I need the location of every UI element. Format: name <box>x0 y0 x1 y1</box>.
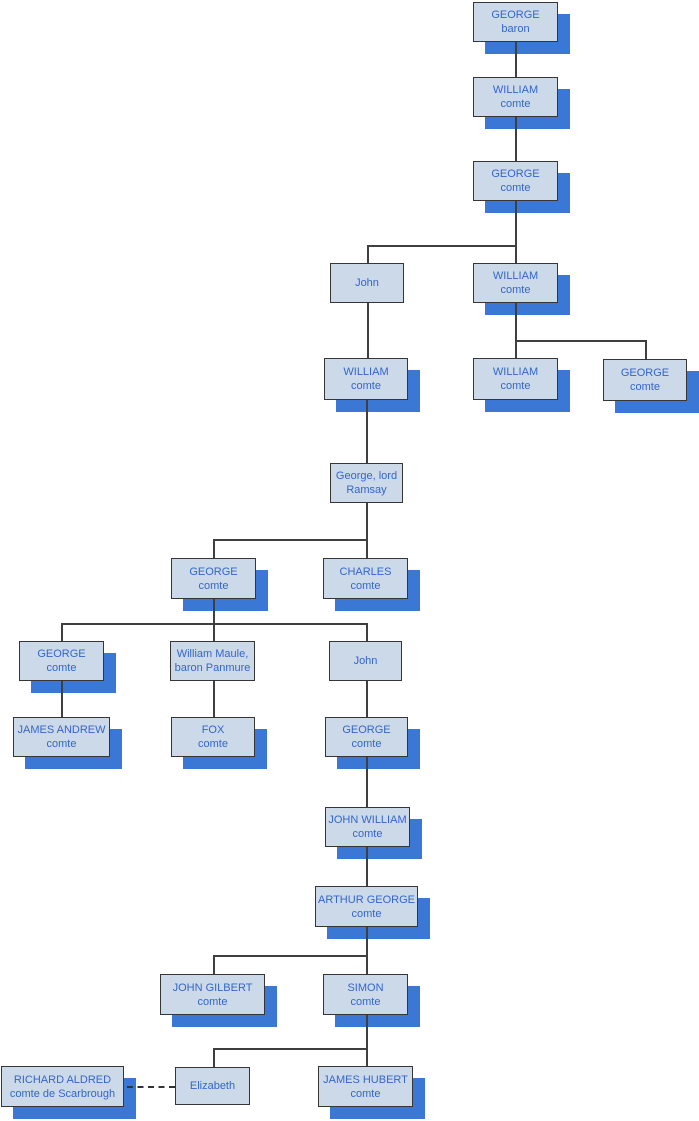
connector-line-horizontal <box>61 623 366 625</box>
node-william-maule[interactable]: William Maule, baron Panmure <box>170 641 255 681</box>
node-name: GEORGE <box>37 648 86 660</box>
node-name: CHARLES <box>339 565 392 578</box>
node-name: GEORGE <box>620 367 670 379</box>
node-name: JAMES ANDREW <box>17 724 106 736</box>
node-name: WILLIAM <box>343 366 389 378</box>
connector-line-vertical <box>515 201 517 263</box>
node-john-1[interactable]: John <box>330 263 404 303</box>
connector-line-vertical <box>645 340 647 359</box>
node-william-comte-4[interactable]: WILLIAM comte <box>473 358 558 400</box>
connector-line-vertical <box>367 245 369 263</box>
node-title: baron Panmure <box>174 662 251 674</box>
node-title: comte <box>351 907 382 920</box>
node-name: JOHN GILBERT <box>172 981 253 994</box>
connector-line-vertical <box>61 681 63 717</box>
connector-line-vertical <box>366 681 368 717</box>
connector-line-vertical <box>366 503 368 558</box>
node-george-comte-2[interactable]: GEORGE comte <box>603 359 687 401</box>
node-name: GEORGE <box>491 9 540 21</box>
node-william-comte-2[interactable]: WILLIAM comte <box>473 263 558 303</box>
connector-line-vertical <box>515 117 517 161</box>
node-title: baron <box>501 23 530 35</box>
node-name: GEORGE <box>491 168 540 180</box>
connector-line-dashed <box>127 1086 175 1088</box>
node-name: John <box>355 277 379 289</box>
node-name: William Maule, <box>176 648 249 660</box>
node-name: GEORGE <box>189 565 238 578</box>
node-title: comte <box>198 579 229 592</box>
node-george-comte-1[interactable]: GEORGE comte <box>473 161 558 201</box>
node-title: comte <box>500 284 531 296</box>
node-title: comte <box>500 380 531 392</box>
node-title: comte <box>350 579 381 592</box>
node-name: George, lord <box>335 470 398 482</box>
node-title: comte <box>351 380 381 392</box>
node-title: comte <box>46 738 77 750</box>
node-john-william-comte[interactable]: JOHN WILLIAM comte <box>325 807 410 847</box>
connector-line-vertical <box>213 1048 215 1067</box>
node-title: comte <box>350 1087 381 1100</box>
node-title: comte <box>351 738 382 750</box>
connector-line-vertical <box>366 1015 368 1066</box>
node-title: comte <box>500 182 531 194</box>
connector-line-horizontal <box>213 539 366 541</box>
node-john-2[interactable]: John <box>329 641 402 681</box>
node-name: SIMON <box>347 981 384 994</box>
connector-line-horizontal <box>213 955 366 957</box>
node-name: JAMES HUBERT <box>323 1073 408 1086</box>
node-title: comte <box>350 995 381 1008</box>
connector-line-horizontal <box>367 245 515 247</box>
node-name: ARTHUR GEORGE <box>318 893 415 906</box>
connector-line-vertical <box>213 539 215 558</box>
node-george-baron[interactable]: GEORGE baron <box>473 2 558 42</box>
node-title: comte <box>352 828 383 840</box>
node-william-comte-1[interactable]: WILLIAM comte <box>473 77 558 117</box>
node-title: comte <box>500 98 531 110</box>
connector-line-vertical <box>366 757 368 807</box>
node-title: comte <box>197 995 228 1008</box>
node-title: comte de Scarbrough <box>9 1087 116 1100</box>
connector-line-vertical <box>366 623 368 641</box>
connector-line-vertical <box>213 955 215 974</box>
connector-line-vertical <box>515 42 517 77</box>
node-name: John <box>353 655 378 667</box>
connector-line-horizontal <box>213 1048 366 1050</box>
node-name: FOX <box>201 724 225 736</box>
node-george-comte-5[interactable]: GEORGE comte <box>325 717 408 757</box>
connector-line-vertical <box>366 400 368 463</box>
node-fox-comte[interactable]: FOX comte <box>171 717 255 757</box>
connector-line-vertical <box>515 303 517 358</box>
node-title: Ramsay <box>346 484 387 496</box>
node-name: WILLIAM <box>492 84 539 96</box>
connector-line-vertical <box>213 681 215 717</box>
node-title: comte <box>630 381 660 393</box>
node-george-comte-4[interactable]: GEORGE comte <box>19 641 104 681</box>
connector-line-vertical <box>367 303 369 358</box>
connector-line-vertical <box>61 623 63 641</box>
node-name: GEORGE <box>342 724 391 736</box>
connector-line-vertical <box>366 927 368 974</box>
connector-line-horizontal <box>515 340 645 342</box>
node-name: WILLIAM <box>492 270 539 282</box>
connector-line-vertical <box>366 847 368 886</box>
node-title: comte <box>46 662 77 674</box>
node-name: JOHN WILLIAM <box>328 814 407 826</box>
node-james-andrew-comte[interactable]: JAMES ANDREW comte <box>13 717 110 757</box>
node-name: Elizabeth <box>189 1080 236 1092</box>
connector-line-vertical <box>213 599 215 641</box>
node-name: RICHARD ALDRED <box>13 1073 112 1086</box>
node-title: comte <box>198 738 228 750</box>
node-elizabeth[interactable]: Elizabeth <box>175 1067 250 1105</box>
node-name: WILLIAM <box>492 366 539 378</box>
node-william-comte-3[interactable]: WILLIAM comte <box>324 358 408 400</box>
